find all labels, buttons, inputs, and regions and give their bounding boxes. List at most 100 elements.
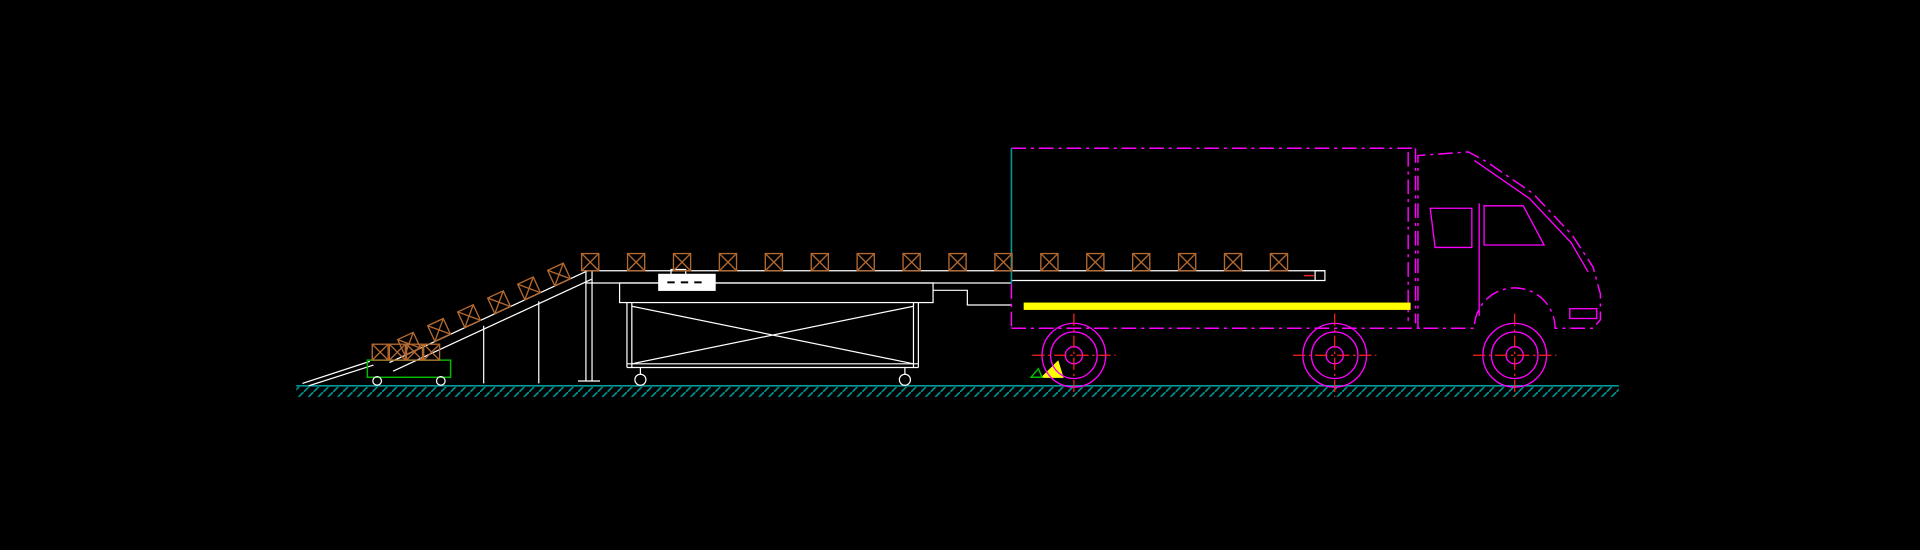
package-box[interactable] [1131,252,1151,272]
package-cross [494,290,504,314]
package-cross [856,253,875,272]
package-outline [764,252,784,272]
package-cross [524,276,534,301]
package-outline [672,252,692,272]
package-box[interactable] [546,262,572,287]
packages-top-row [580,252,1289,272]
package-cross [554,262,564,287]
package-cross [1132,253,1151,272]
trailer-yellow-stripe [1023,302,1411,310]
wheels [1032,313,1557,397]
left-ramp[interactable] [302,360,374,387]
package-outline [1086,252,1105,272]
dock-step [933,289,1012,306]
package-outline [948,252,967,272]
package-cross [423,343,441,361]
package-box[interactable] [994,252,1013,272]
conveyor-mast[interactable] [577,270,600,382]
support-stand[interactable] [626,302,919,386]
package-outline [405,343,424,361]
package-box[interactable] [1269,252,1289,272]
package-outline [516,276,542,301]
package-cross [764,253,783,272]
caster-wheel [898,373,912,386]
package-box[interactable] [580,252,600,272]
package-box[interactable] [718,252,738,272]
package-box[interactable] [456,303,482,329]
package-outline [371,343,389,361]
package-outline [856,252,875,272]
tire-circle [1041,322,1107,388]
truck-cab[interactable] [1417,151,1602,330]
package-cross [1178,253,1197,272]
ramp-edge [302,360,370,384]
package-outline [546,262,572,287]
wheel[interactable] [1473,313,1557,397]
incline-conveyor[interactable] [389,270,592,384]
package-box[interactable] [423,343,441,361]
package-cross [434,318,444,342]
package-box[interactable] [426,317,452,343]
package-outline [810,252,830,272]
package-outline [423,343,441,361]
rear-side-window [1429,207,1473,249]
package-box[interactable] [856,252,875,272]
package-box[interactable] [948,252,967,272]
package-cross [948,253,967,272]
package-outline [426,317,452,343]
package-outline [1223,252,1243,272]
package-box[interactable] [810,252,830,272]
wheel-chock[interactable] [1029,360,1064,379]
trailer-body[interactable] [1010,147,1421,330]
control-panel[interactable] [658,268,716,291]
wheel[interactable] [1032,313,1116,397]
side-window [1483,205,1546,246]
stand-cross-brace [631,305,914,365]
package-cross [406,343,423,361]
package-cross [581,253,600,272]
package-box[interactable] [1223,252,1243,272]
chock-marker [1029,367,1044,379]
boom-base-frame [618,282,934,304]
wheel[interactable] [1293,313,1377,397]
package-box[interactable] [626,252,646,272]
package-box[interactable] [486,289,512,315]
package-cross [810,253,829,272]
package-cross [994,253,1013,272]
package-cross [1086,253,1105,272]
caster-wheel [634,373,647,386]
package-box[interactable] [405,343,424,361]
package-cross [1269,253,1289,272]
platform-frame [366,359,452,379]
package-outline [1040,252,1059,272]
packages-platform [371,343,441,361]
package-cross [627,253,646,272]
package-box[interactable] [1086,252,1105,272]
package-outline [1269,252,1289,272]
package-box[interactable] [672,252,692,272]
package-box[interactable] [764,252,784,272]
boom-end-pulley [1314,270,1326,282]
package-box[interactable] [902,252,921,272]
incline-belt-edge [392,278,592,372]
ground-hatch [296,387,1619,397]
ground[interactable] [296,385,1619,397]
package-box[interactable] [1177,252,1197,272]
package-outline [580,252,600,272]
package-cross [388,343,406,361]
package-outline [718,252,738,272]
package-box[interactable] [371,343,389,361]
package-cross [1224,253,1243,272]
package-outline [902,252,921,272]
package-cross [672,253,692,272]
package-outline [456,303,482,329]
package-box[interactable] [516,276,542,301]
package-cross [464,304,474,328]
ramp-edge [308,364,374,387]
package-box[interactable] [388,343,406,361]
package-cross [1040,253,1059,272]
package-outline [1177,252,1197,272]
cab-step [1569,308,1598,320]
package-box[interactable] [1040,252,1059,272]
